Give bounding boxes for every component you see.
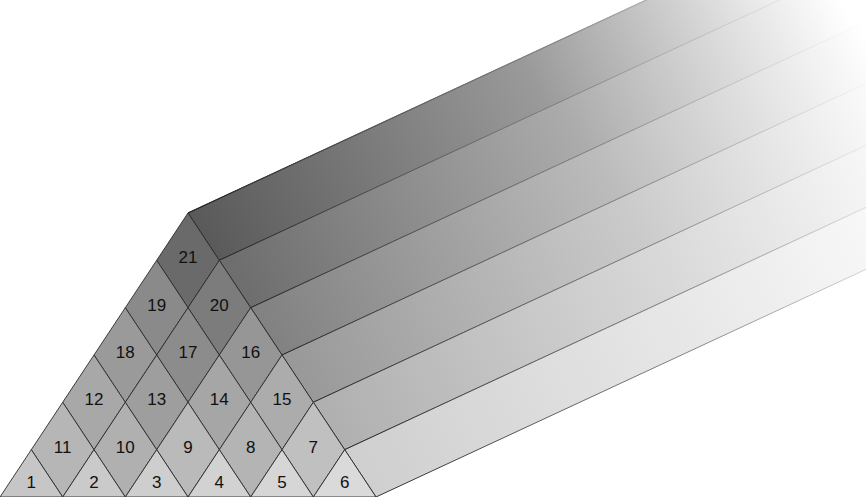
cell-number: 12 bbox=[85, 391, 104, 408]
cell-number: 19 bbox=[147, 296, 166, 313]
cell-number: 20 bbox=[210, 296, 229, 313]
cell-number: 21 bbox=[179, 249, 198, 266]
cell-number: 7 bbox=[309, 438, 318, 455]
cell-number: 13 bbox=[147, 391, 166, 408]
cell-number: 15 bbox=[273, 391, 292, 408]
cell-number: 10 bbox=[116, 438, 135, 455]
cell-number: 4 bbox=[215, 474, 224, 491]
cell-number: 3 bbox=[152, 474, 161, 491]
cell-number: 5 bbox=[277, 474, 286, 491]
cell-number: 8 bbox=[246, 438, 255, 455]
cell-number: 14 bbox=[210, 391, 229, 408]
cell-number: 16 bbox=[241, 343, 260, 360]
cell-number: 2 bbox=[89, 474, 98, 491]
cell-number: 11 bbox=[54, 438, 72, 455]
cell-number: 1 bbox=[27, 474, 36, 491]
cell-number: 9 bbox=[183, 438, 192, 455]
cell-number: 17 bbox=[179, 343, 198, 360]
cell-number: 18 bbox=[116, 343, 135, 360]
cell-number: 6 bbox=[340, 474, 349, 491]
